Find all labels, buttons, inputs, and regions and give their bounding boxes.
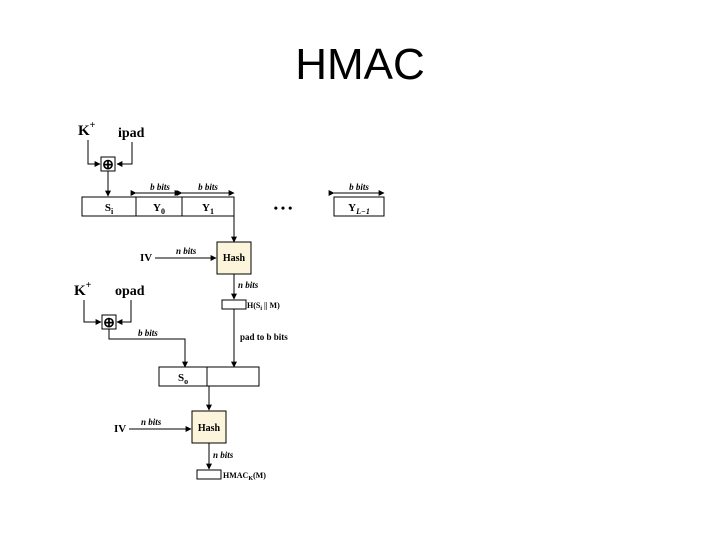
iv-label-top: IV <box>140 252 152 264</box>
padded-hash-block <box>206 366 260 387</box>
hash-box-top <box>216 241 252 275</box>
opad-label: opad <box>115 284 145 299</box>
ipad-label: ipad <box>118 126 145 141</box>
b-bits-label-opad: b bits <box>138 328 158 338</box>
b-bits-label-y1: b bits <box>198 182 218 192</box>
opad-to-xor-arrow <box>116 300 132 325</box>
k-plus-label-top: K+ <box>78 120 96 139</box>
xor-bottom-to-so-arrow <box>108 329 188 368</box>
hash-label-top: Hash <box>223 253 246 264</box>
yl-label: YL−1 <box>348 202 370 216</box>
ipad-to-xor-arrow <box>116 142 133 167</box>
k-plus-label-bottom: K+ <box>74 280 92 299</box>
slide-title: HMAC <box>295 40 425 89</box>
y1-block <box>181 196 235 217</box>
iv-label-bottom: IV <box>114 423 126 435</box>
hmac-output-box <box>196 469 222 480</box>
si-label: Si <box>105 202 114 216</box>
xor-icon-top: ⊕ <box>102 158 114 173</box>
hmac-output-label: HMACK(M) <box>223 471 266 482</box>
ellipsis: • • • <box>274 201 293 215</box>
xor-icon-bottom: ⊕ <box>103 316 115 331</box>
inner-hash-output-label: H(Si || M) <box>247 301 280 312</box>
k-plus-to-xor-top-arrow <box>87 140 101 167</box>
k-plus-to-xor-bottom-arrow <box>83 300 102 325</box>
pad-to-b-bits-label: pad to b bits <box>240 332 288 342</box>
yl-block <box>333 196 385 217</box>
y0-label: Y0 <box>153 202 165 216</box>
y1-label: Y1 <box>202 202 214 216</box>
b-bits-label-yl: b bits <box>349 182 369 192</box>
so-label: So <box>178 372 188 386</box>
b-bits-label-y0: b bits <box>150 182 170 192</box>
n-bits-label-iv-bottom: n bits <box>141 417 162 427</box>
n-bits-label-hash-bottom: n bits <box>213 450 234 460</box>
n-bits-label-hash-top: n bits <box>238 280 259 290</box>
n-bits-label-iv-top: n bits <box>176 246 197 256</box>
hash-label-bottom: Hash <box>198 423 221 434</box>
inner-hash-output-box <box>221 299 247 310</box>
